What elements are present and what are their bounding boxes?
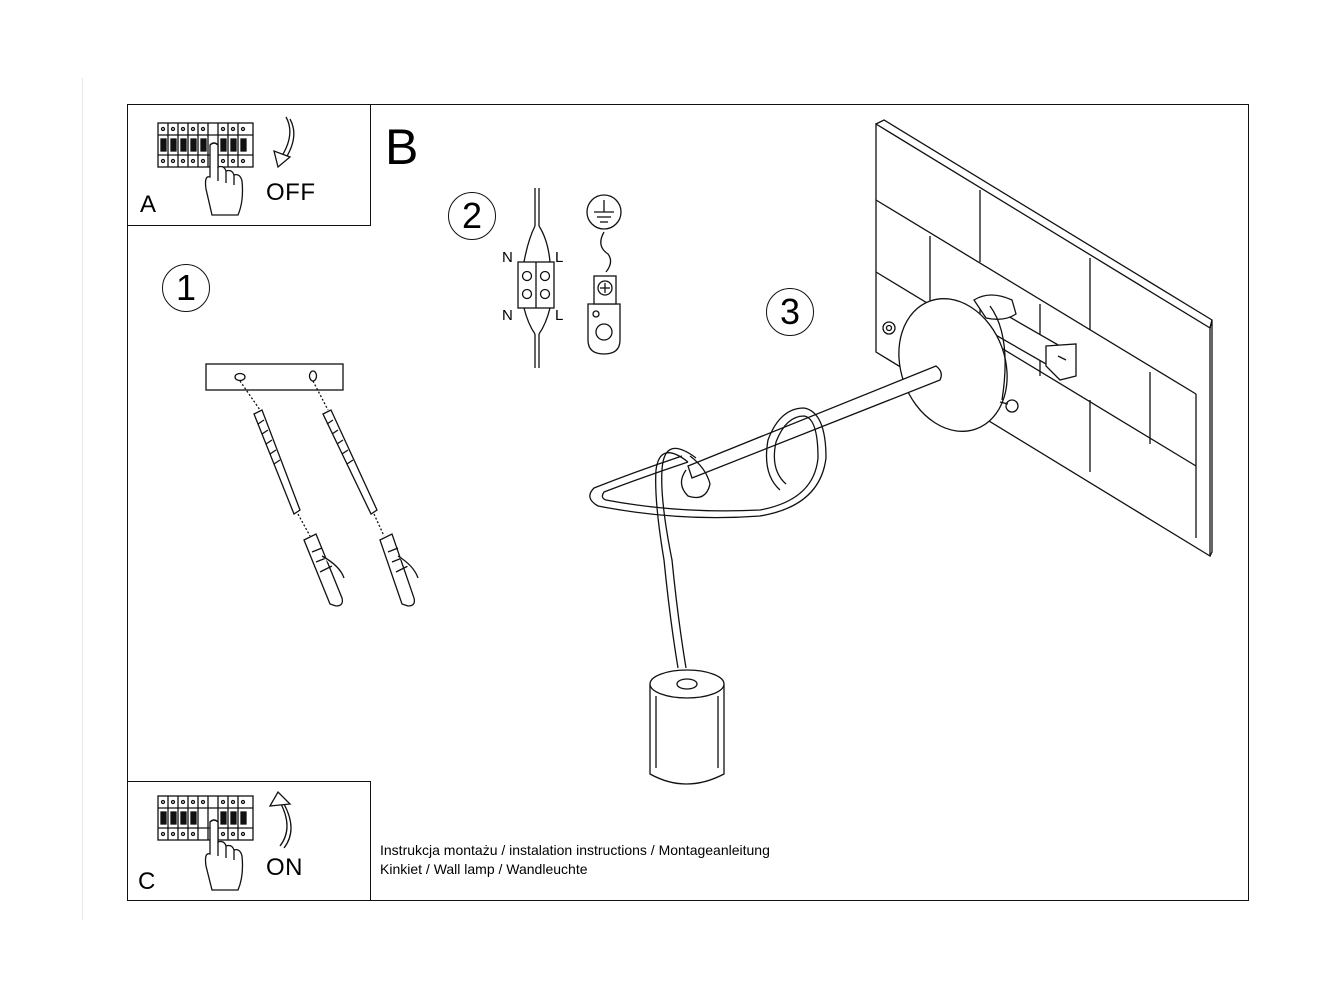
neutral-label-top: N [502,249,513,266]
breaker-on-illustration [157,790,292,891]
power-state-off: OFF [266,179,316,206]
neutral-label-bottom: N [502,307,513,324]
step-3-badge: 3 [766,288,814,336]
drilling-template [205,363,344,391]
circuit-breaker-icon [157,795,254,841]
hand-icon [204,819,244,891]
hand-icon [204,142,244,216]
step-3-lamp-assembly [589,119,1213,785]
step-2-badge: 2 [448,192,496,240]
page-margin-line [82,78,83,920]
wall-plug-icon [303,533,419,607]
mounting-bracket [973,294,1077,381]
step-2-wiring [517,188,622,368]
ground-symbol-icon [586,194,622,230]
fabric-cable [589,407,827,669]
caption-line-2: Kinkiet / Wall lamp / Wandleuchte [380,861,588,877]
arrow-up-icon [268,790,292,849]
ground-terminal [587,303,621,355]
panel-power-on: C ON [127,781,371,901]
step-1-mounting-hardware [205,363,419,607]
panel-power-off: A OFF [127,104,371,226]
caption-line-1: Instrukcja montażu / instalation instruc… [380,842,770,858]
breaker-off-illustration [157,116,295,216]
section-letter-b: B [385,119,419,175]
screw-icon [253,409,378,515]
arrow-down-icon [273,116,295,169]
step-1-badge: 1 [162,264,210,312]
live-label-bottom: L [555,307,564,324]
panel-letter-c: C [138,868,156,895]
live-label-top: L [555,249,564,266]
instruction-frame [127,104,1249,901]
power-state-on: ON [266,854,303,881]
lamp-arm [687,365,942,479]
circuit-breaker-icon [157,122,254,168]
lamp-holder [649,669,725,785]
panel-letter-a: A [140,191,157,218]
